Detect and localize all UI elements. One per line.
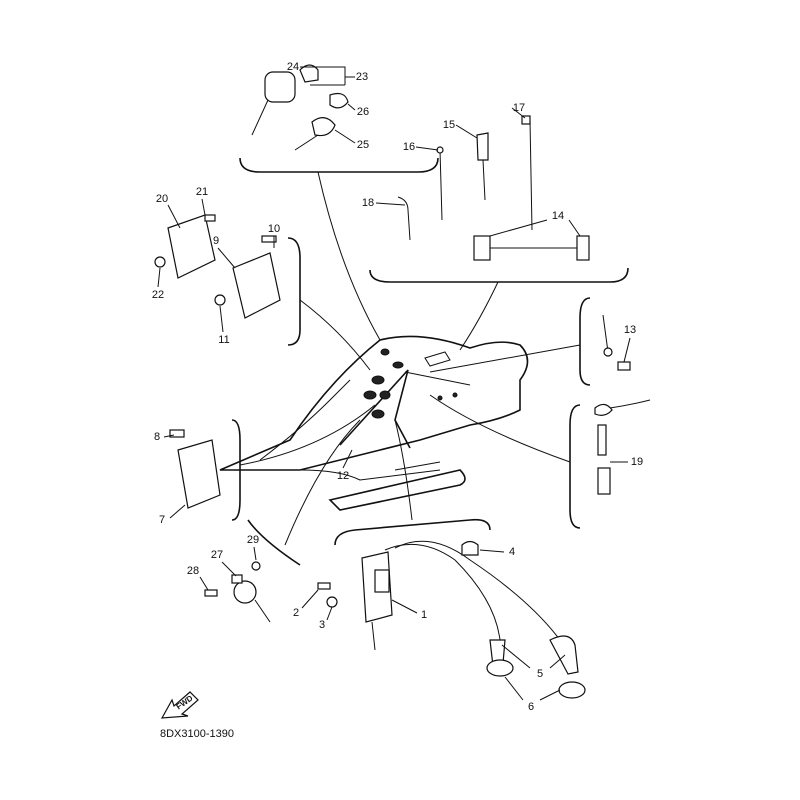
part-label-16[interactable]: 16 — [403, 141, 415, 153]
part-label-9[interactable]: 9 — [213, 235, 219, 247]
part-label-24[interactable]: 24 — [287, 61, 299, 73]
part-label-13[interactable]: 13 — [624, 324, 636, 336]
part-label-26[interactable]: 26 — [357, 106, 369, 118]
part-label-4[interactable]: 4 — [509, 546, 515, 558]
part-label-19[interactable]: 19 — [631, 456, 643, 468]
diagram-code: 8DX3100-1390 — [160, 728, 234, 740]
part-label-29[interactable]: 29 — [247, 534, 259, 546]
part-label-8[interactable]: 8 — [154, 431, 160, 443]
fwd-arrow-icon: FWD — [160, 691, 199, 719]
part-label-27[interactable]: 27 — [211, 549, 223, 561]
part-label-14[interactable]: 14 — [552, 210, 564, 222]
part-label-6[interactable]: 6 — [528, 701, 534, 713]
part-label-11[interactable]: 11 — [218, 334, 229, 346]
part-label-17[interactable]: 17 — [513, 102, 525, 114]
part-label-25[interactable]: 25 — [357, 139, 369, 151]
part-label-12[interactable]: 12 — [337, 470, 349, 482]
part-label-1[interactable]: 1 — [421, 609, 427, 621]
part-label-2[interactable]: 2 — [293, 607, 299, 619]
group-brackets — [231, 157, 629, 566]
part-label-28[interactable]: 28 — [187, 565, 199, 577]
part-label-7[interactable]: 7 — [159, 514, 165, 526]
part-labels: 24 23 26 25 17 15 16 18 14 20 21 9 10 22… — [152, 61, 643, 713]
part-label-22[interactable]: 22 — [152, 289, 164, 301]
part-label-21[interactable]: 21 — [196, 186, 208, 198]
part-label-3[interactable]: 3 — [319, 619, 325, 631]
frame — [219, 335, 529, 511]
leader-lines — [157, 66, 631, 701]
part-label-23[interactable]: 23 — [356, 71, 368, 83]
part-label-10[interactable]: 10 — [268, 223, 280, 235]
part-label-15[interactable]: 15 — [443, 119, 455, 131]
parts — [154, 64, 651, 699]
connector-lines — [239, 171, 581, 546]
part-label-5[interactable]: 5 — [537, 668, 543, 680]
part-label-20[interactable]: 20 — [156, 193, 168, 205]
part-label-18[interactable]: 18 — [362, 197, 374, 209]
